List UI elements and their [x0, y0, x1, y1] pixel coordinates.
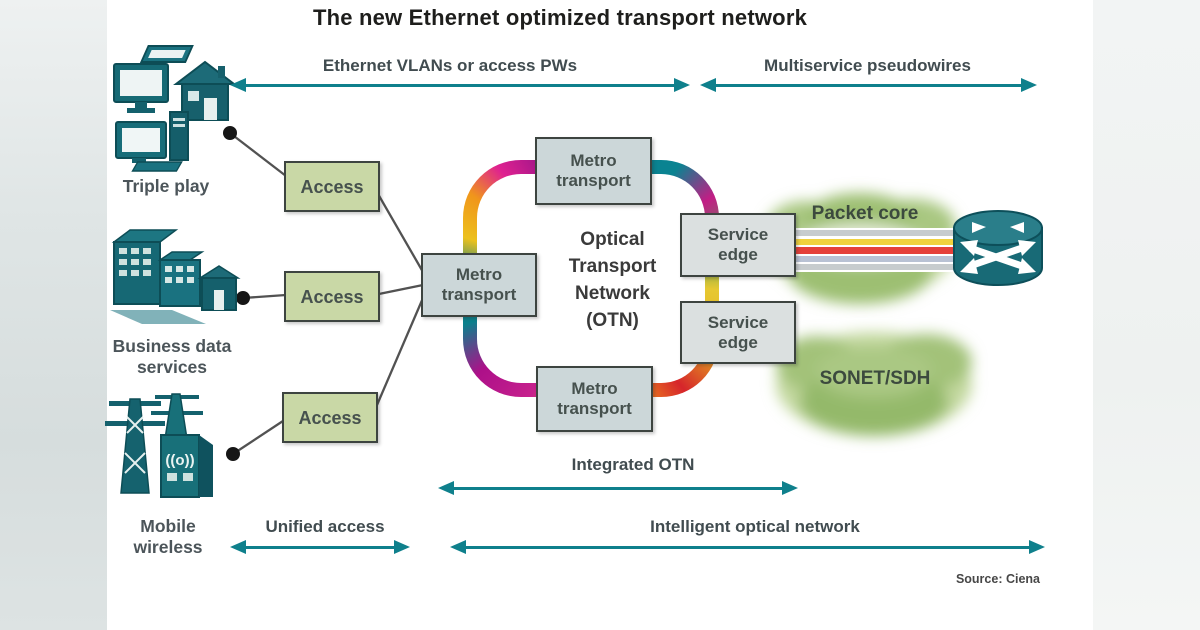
- integrated-otn-arrow: [438, 481, 798, 495]
- metro-left-line2: transport: [441, 285, 517, 304]
- intelligent-optical-arrow: [450, 540, 1045, 554]
- metro-top-line1: Metro: [570, 151, 617, 170]
- router-icon: [953, 210, 1043, 286]
- pseudowire-stripes: [789, 228, 961, 272]
- service-edge-node-top: Service edge: [680, 213, 796, 277]
- integrated-otn-label: Integrated OTN: [571, 455, 695, 474]
- left-gutter: [0, 0, 107, 630]
- computers-and-home-icon: [113, 45, 237, 172]
- access-node-2: Access: [284, 271, 380, 322]
- multiservice-label: Multiservice pseudowires: [764, 56, 971, 75]
- service-bottom-line1: Service: [707, 312, 769, 332]
- unified-access-arrow: [230, 540, 410, 554]
- otn-line3: Network: [575, 283, 650, 304]
- multiservice-arrow: [700, 78, 1037, 92]
- office-buildings-icon: [110, 229, 241, 324]
- svg-text:((o)): ((o)): [165, 452, 194, 469]
- business-data-label: Business data services: [92, 336, 252, 378]
- metro-left-line1: Metro: [455, 265, 503, 284]
- service-top-line1: Service: [707, 225, 769, 244]
- unified-access-label: Unified access: [265, 517, 385, 536]
- access-node-1: Access: [284, 161, 380, 212]
- metro-transport-node-left: Metro transport: [421, 253, 537, 317]
- metro-bottom-line2: transport: [557, 399, 632, 418]
- source-note: Source: Ciena: [955, 572, 1040, 586]
- business-data-line1: Business data: [112, 336, 232, 356]
- service-edge-node-bottom: Service edge: [680, 301, 796, 364]
- intelligent-optical-label: Intelligent optical network: [650, 517, 860, 536]
- business-data-line2: services: [136, 357, 208, 377]
- sonet-sdh-label: SONET/SDH: [819, 368, 931, 389]
- ethernet-vlans-label: Ethernet VLANs or access PWs: [322, 56, 578, 75]
- otn-center-label: Optical Transport Network (OTN): [540, 226, 685, 334]
- otn-line4: (OTN): [586, 310, 639, 331]
- access-node-3: Access: [282, 392, 378, 443]
- otn-line1: Optical: [580, 229, 645, 250]
- mobile-wireless-label: Mobile wireless: [98, 516, 238, 558]
- metro-transport-node-bottom: Metro transport: [536, 366, 653, 432]
- metro-top-line2: transport: [556, 171, 631, 190]
- access-node-3-label: Access: [298, 407, 362, 428]
- access-node-1-label: Access: [300, 176, 364, 197]
- otn-line2: Transport: [568, 256, 657, 277]
- triple-play-label: Triple play: [122, 176, 210, 196]
- mobile-wireless-line2: wireless: [133, 537, 203, 557]
- metro-bottom-line1: Metro: [571, 379, 618, 398]
- service-top-line2: edge: [718, 245, 758, 264]
- ethernet-vlans-arrow: [230, 78, 690, 92]
- sonet-sdh-cloud: [776, 332, 972, 436]
- packet-core-label: Packet core: [811, 203, 919, 224]
- right-gutter: [1093, 0, 1200, 630]
- page-title: The new Ethernet optimized transport net…: [312, 5, 808, 30]
- cell-towers-icon: ((o)): [105, 393, 213, 498]
- mobile-wireless-line1: Mobile: [140, 516, 196, 536]
- access-node-2-label: Access: [300, 286, 364, 307]
- metro-transport-node-top: Metro transport: [535, 137, 652, 205]
- service-bottom-line2: edge: [718, 332, 758, 352]
